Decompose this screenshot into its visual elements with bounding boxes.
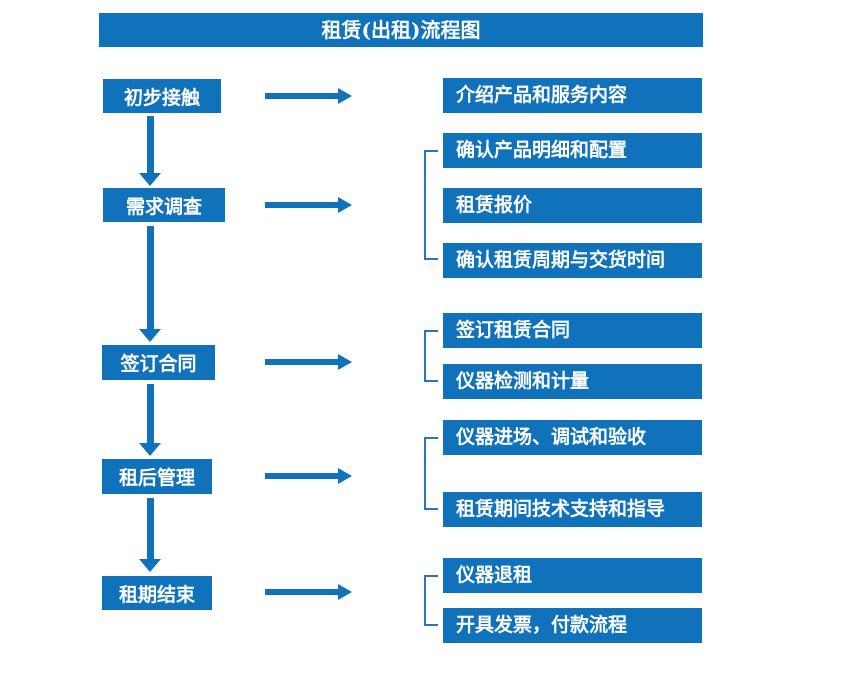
detail-box-confirm-product-details: 确认产品明细和配置 [443, 133, 702, 168]
arrow-down-icon [139, 498, 161, 572]
arrow-right-icon [265, 197, 352, 213]
arrow-right-icon [265, 88, 352, 104]
arrow-head [338, 468, 352, 484]
detail-box-tech-support: 租赁期间技术支持和指导 [443, 492, 702, 527]
step-box-post-rental-management: 租后管理 [102, 459, 212, 494]
step-box-demand-survey: 需求调查 [103, 188, 225, 222]
bracket-connector-icon [424, 437, 438, 510]
arrow-head [139, 443, 161, 456]
detail-box-sign-rental-contract: 签订租赁合同 [443, 313, 702, 348]
arrow-head [139, 329, 161, 342]
step-box-sign-contract: 签订合同 [102, 345, 215, 380]
arrow-right-icon [265, 584, 352, 600]
arrow-head [338, 354, 352, 370]
arrow-down-icon [139, 384, 161, 456]
detail-box-instrument-testing: 仪器检测和计量 [443, 364, 702, 399]
arrow-head [338, 584, 352, 600]
arrow-shaft [265, 93, 338, 99]
detail-box-introduce-products: 介绍产品和服务内容 [443, 78, 702, 113]
arrow-shaft [265, 473, 338, 479]
arrow-down-icon [139, 226, 161, 342]
arrow-shaft [146, 116, 154, 173]
arrow-right-icon [265, 468, 352, 484]
bracket-connector-icon [424, 575, 438, 626]
detail-box-confirm-period-delivery: 确认租赁周期与交货时间 [443, 243, 702, 278]
flowchart-title: 租赁(出租)流程图 [99, 13, 703, 47]
arrow-shaft [265, 589, 338, 595]
arrow-down-icon [139, 116, 161, 186]
arrow-head [338, 88, 352, 104]
arrow-right-icon [265, 354, 352, 370]
bracket-connector-icon [424, 330, 438, 382]
arrow-head [139, 559, 161, 572]
detail-box-invoice-payment: 开具发票，付款流程 [443, 608, 702, 643]
step-box-rental-end: 租期结束 [102, 576, 212, 610]
arrow-head [139, 173, 161, 186]
arrow-shaft [265, 202, 338, 208]
bracket-connector-icon [424, 150, 438, 260]
arrow-shaft [265, 359, 338, 365]
arrow-shaft [146, 384, 154, 443]
arrow-head [338, 197, 352, 213]
detail-box-instrument-setup-acceptance: 仪器进场、调试和验收 [443, 420, 702, 455]
detail-box-rental-quotation: 租赁报价 [443, 188, 702, 223]
arrow-shaft [146, 226, 154, 329]
detail-box-instrument-return: 仪器退租 [443, 558, 702, 593]
arrow-shaft [146, 498, 154, 559]
step-box-initial-contact: 初步接触 [103, 79, 221, 113]
